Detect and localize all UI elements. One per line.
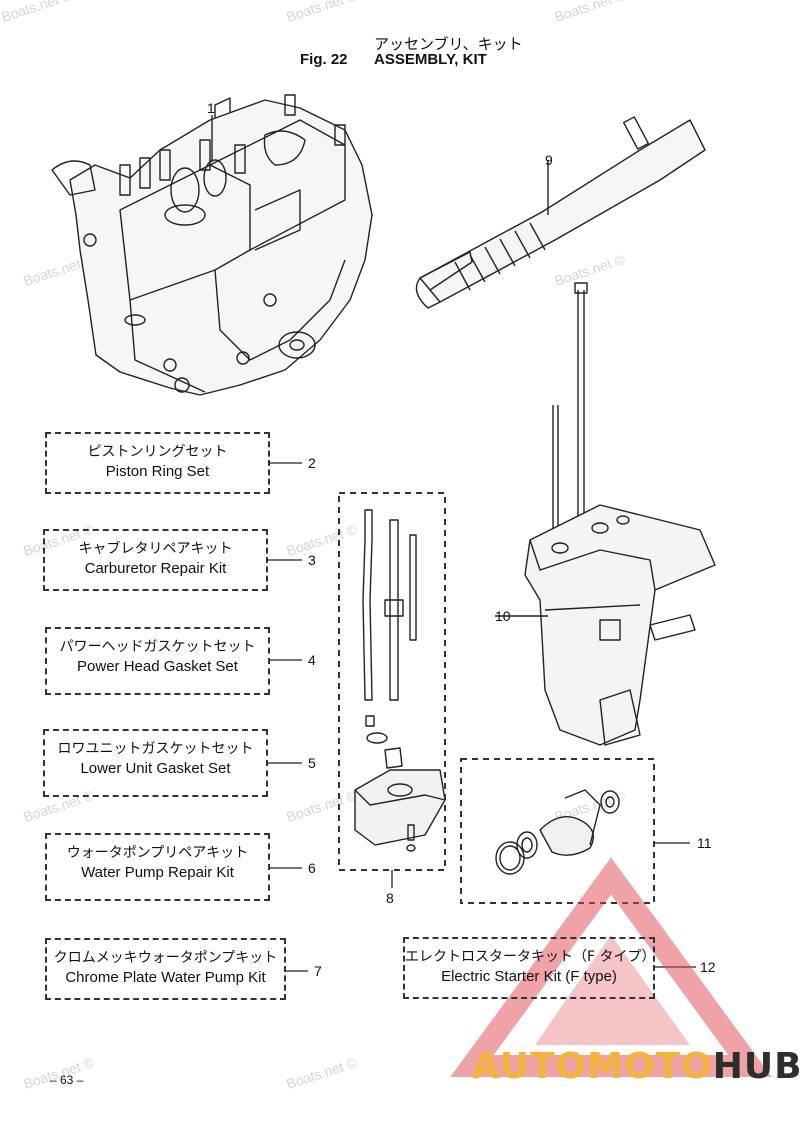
automotohub-logo-triangle <box>450 857 772 1077</box>
kit-box-electric-starter-kit: エレクトロスタータキット（F タイプ） Electric Starter Kit… <box>403 937 656 999</box>
starter-kit-drawing <box>495 789 620 875</box>
power-head-drawing <box>51 94 373 396</box>
kit-label-jp: ロワユニットガスケットセット <box>57 741 254 757</box>
kit-label-en: Piston Ring Set <box>105 463 210 480</box>
kit-box-power-head-gasket-set: パワーヘッドガスケットセット Power Head Gasket Set <box>45 627 270 695</box>
figure-number: Fig. 22 <box>300 51 348 68</box>
kit-box-piston-ring-set: ピストンリングセット Piston Ring Set <box>45 432 270 494</box>
kit-label-jp: クロムメッキウォータポンプキット <box>53 950 278 966</box>
kit-label-en: Chrome Plate Water Pump Kit <box>65 969 266 986</box>
logo-text-part2: HUB <box>712 1046 800 1087</box>
part-number-11: 11 <box>697 835 712 851</box>
kit-label-en: Carburetor Repair Kit <box>84 560 227 577</box>
kit-label-jp: ピストンリングセット <box>87 444 228 460</box>
kit-label-jp: ウォータポンプリペアキット <box>66 845 249 861</box>
figure-title-japanese: アッセンブリ、キット <box>374 35 523 53</box>
automotohub-logo: AUTOMOTOHUB <box>472 1046 800 1087</box>
part-number-8: 8 <box>386 890 394 906</box>
part-number-4: 4 <box>308 652 316 668</box>
logo-text-part1: AUTOMOTO <box>472 1046 713 1087</box>
part-number-7: 7 <box>314 963 322 979</box>
kit-label-en: Lower Unit Gasket Set <box>80 760 231 777</box>
part-number-6: 6 <box>308 860 316 876</box>
kit-label-jp: パワーヘッドガスケットセット <box>59 639 256 655</box>
tiller-handle-drawing <box>415 116 706 309</box>
kit-box-chrome-plate-water-pump-kit: クロムメッキウォータポンプキット Chrome Plate Water Pump… <box>45 938 286 1000</box>
kit-label-en: Power Head Gasket Set <box>77 658 238 675</box>
kit-label-jp: キャブレタリペアキット <box>78 541 233 557</box>
lower-unit-drawing <box>495 282 716 746</box>
kit-box-carburetor-repair-kit: キャブレタリペアキット Carburetor Repair Kit <box>43 529 268 591</box>
part-number-9: 9 <box>545 152 553 168</box>
kit-box-water-pump-repair-kit: ウォータポンプリペアキット Water Pump Repair Kit <box>45 833 270 901</box>
kit-label-en: Water Pump Repair Kit <box>81 864 234 881</box>
part-number-3: 3 <box>308 552 316 568</box>
figure-title: ASSEMBLY, KIT <box>374 51 487 68</box>
part-number-1: 1 <box>207 100 215 116</box>
kit-box-lower-unit-gasket-set: ロワユニットガスケットセット Lower Unit Gasket Set <box>43 729 268 797</box>
part-number-2: 2 <box>308 455 316 471</box>
kit-label-jp: エレクトロスタータキット（F タイプ） <box>405 949 656 965</box>
kit-label-en: Electric Starter Kit (F type) <box>441 968 617 985</box>
part-number-5: 5 <box>308 755 316 771</box>
part-number-12: 12 <box>700 959 716 975</box>
water-pump-kit-drawing <box>354 509 446 852</box>
part-number-10: 10 <box>495 608 511 624</box>
page-number: – 63 – <box>50 1073 84 1087</box>
